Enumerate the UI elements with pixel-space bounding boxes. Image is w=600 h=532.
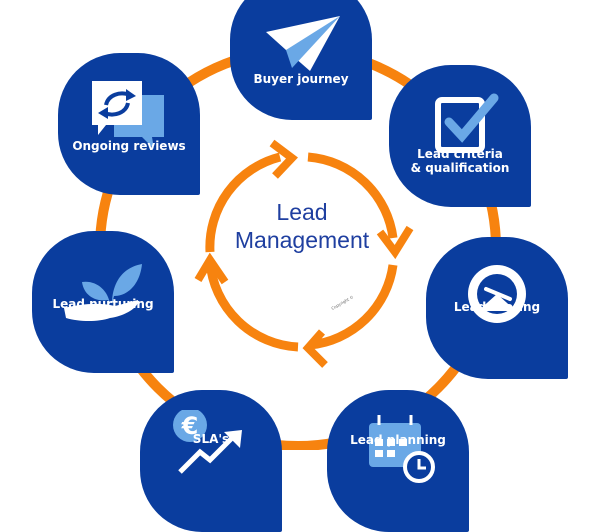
node-label: SLA's [192, 432, 230, 446]
svg-text:€: € [181, 412, 199, 440]
calendar-clock-icon [369, 415, 435, 483]
arrow-head-left [194, 252, 229, 285]
node-lead-nurturing[interactable]: Lead nurturing [32, 231, 174, 373]
node-buyer-journey[interactable]: Buyer journey [230, 0, 372, 120]
node-label: Lead scoring [453, 300, 541, 314]
center-title: Lead Management [220, 198, 384, 254]
chat-refresh-icon [92, 81, 164, 149]
node-label: Lead nurturing [52, 297, 154, 311]
node-lead-scoring[interactable]: Lead scoring [426, 237, 568, 379]
title-line-2: Management [234, 227, 370, 253]
arrow-head-bottom [302, 329, 328, 368]
arrow-head-right [376, 225, 414, 260]
node-ongoing-reviews[interactable]: Ongoing reviews [58, 53, 200, 195]
node-lead-criteria[interactable]: Lead criteria & qualification [389, 65, 531, 207]
node-label: Lead criteria [417, 147, 503, 161]
node-label: Buyer journey [253, 72, 349, 86]
node-lead-planning[interactable]: Lead planning [327, 390, 469, 532]
checkbox-icon [435, 93, 499, 153]
node-slas[interactable]: € SLA's [140, 390, 282, 532]
paper-plane-icon [266, 16, 340, 71]
inner-cycle-arrows [205, 152, 398, 352]
node-label-2: & qualification [410, 161, 510, 175]
title-line-1: Lead [276, 199, 328, 225]
plant-hand-icon [64, 264, 142, 321]
speedometer-icon [468, 265, 526, 323]
arrow-head-top [269, 139, 298, 179]
node-label: Lead planning [350, 433, 446, 447]
node-label: Ongoing reviews [72, 139, 186, 153]
